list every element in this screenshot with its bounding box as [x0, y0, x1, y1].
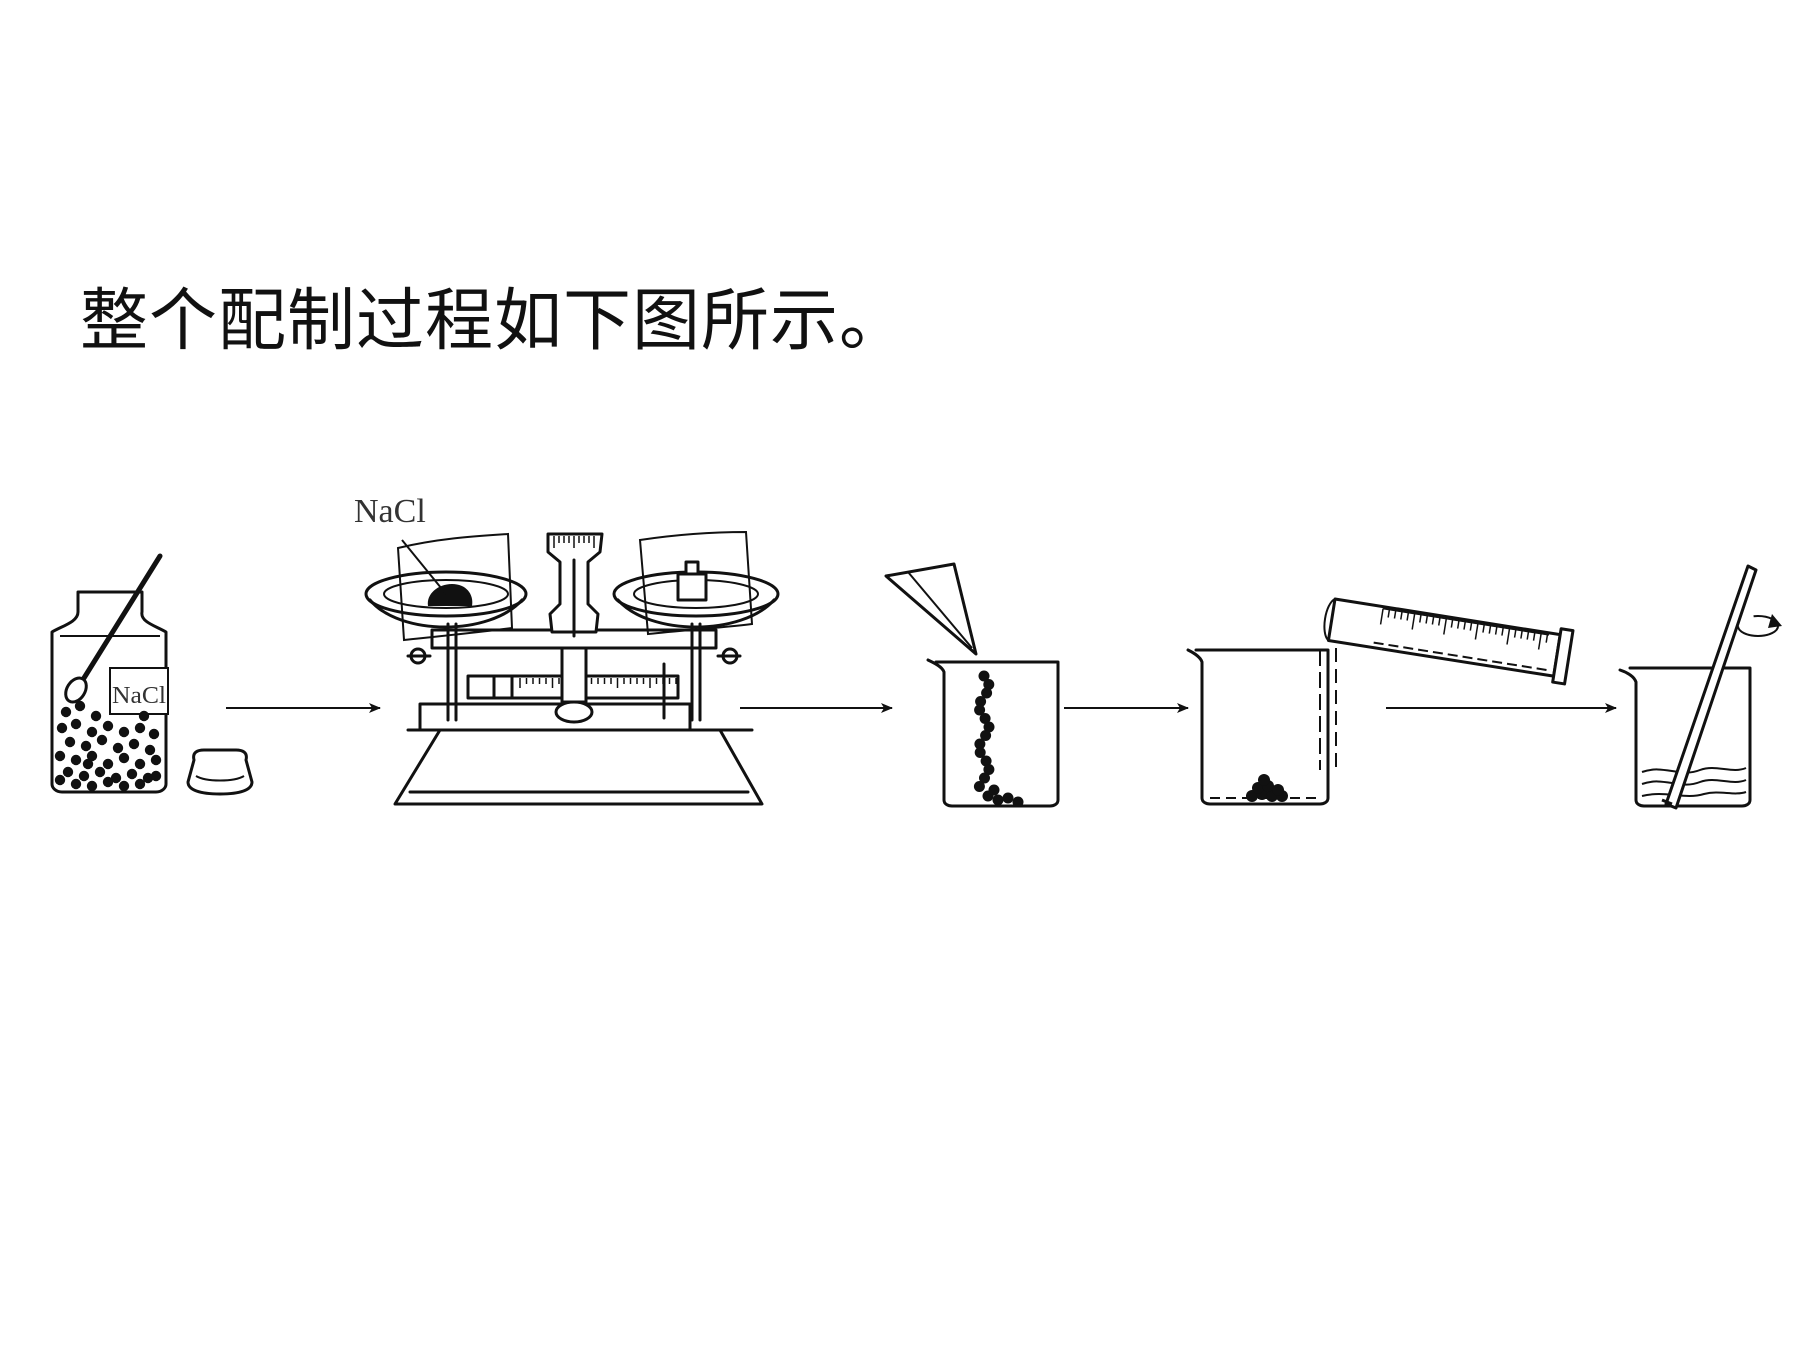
salt-granule	[62, 766, 74, 778]
salt-granule	[78, 770, 90, 782]
salt-granule	[102, 720, 114, 732]
salt-granule	[56, 722, 68, 734]
salt-granule	[126, 768, 138, 780]
salt-granule	[144, 744, 156, 756]
salt-granule	[118, 752, 130, 764]
paper-funnel	[884, 562, 978, 656]
salt-granule	[142, 772, 154, 784]
salt-granule	[980, 755, 992, 767]
salt-granule	[973, 781, 985, 792]
salt-granule	[978, 670, 990, 682]
bottle-label-text: NaCl	[112, 683, 166, 709]
salt-granule	[102, 758, 114, 770]
salt-granules	[54, 700, 162, 792]
salt-granule	[70, 718, 82, 730]
salt-granule	[134, 722, 146, 734]
salt-granule	[86, 750, 98, 762]
salt-granule	[150, 754, 162, 766]
salt-granule	[118, 780, 130, 792]
reagent-bottle: NaCl	[50, 590, 169, 794]
salt-granule	[64, 736, 76, 748]
beaker-with-solution	[1618, 666, 1752, 808]
salt-granule	[94, 766, 106, 778]
salt-granule	[150, 770, 162, 782]
spoon	[64, 553, 163, 704]
salt-granule	[102, 776, 114, 788]
glass-rod	[1661, 564, 1758, 810]
salt-granule	[974, 747, 986, 758]
balance-nacl-label: NaCl	[354, 493, 426, 530]
stir-rotation-arrow-icon	[1737, 614, 1782, 637]
salt-granule	[134, 778, 146, 790]
salt-granule	[148, 728, 160, 740]
salt-granule	[975, 696, 987, 707]
salt-granule	[82, 758, 94, 770]
salt-granule	[90, 710, 102, 722]
salt-granule	[983, 764, 995, 775]
salt-granule	[134, 758, 146, 770]
balance: NaCl	[354, 493, 780, 806]
salt-granule	[80, 740, 92, 752]
salt-granule	[138, 710, 150, 722]
bottle-label-box	[109, 667, 169, 715]
weight	[676, 560, 708, 602]
salt-granule	[979, 772, 990, 784]
salt-granule	[60, 706, 72, 718]
salt-granule	[86, 726, 98, 738]
salt-granule	[54, 750, 66, 762]
caption-text: 整个配制过程如下图所示。	[80, 282, 909, 361]
salt-granule	[974, 704, 986, 716]
water-stream	[1319, 648, 1337, 770]
salt-granule	[86, 780, 98, 792]
salt-granule	[981, 687, 993, 699]
salt-granule	[96, 734, 108, 746]
salt-granule	[1002, 792, 1014, 804]
salt-granule	[1258, 774, 1270, 786]
salt-granule	[128, 738, 140, 750]
beaker-with-salt-at-bottom	[1186, 648, 1337, 806]
salt-granule	[983, 721, 995, 733]
salt-granule	[110, 772, 122, 784]
salt-pile	[1246, 774, 1288, 802]
salt-granule	[979, 713, 991, 724]
salt-granule	[988, 784, 1000, 796]
pointer-scale	[553, 536, 595, 548]
beaker-with-salt	[926, 658, 1060, 808]
salt-granule	[70, 778, 82, 790]
salt-granule	[112, 742, 124, 754]
falling-salt	[973, 670, 1024, 808]
salt-granule	[1012, 796, 1024, 808]
salt-granule	[118, 726, 130, 738]
salt-granule	[974, 738, 986, 750]
bottle-stopper	[186, 748, 254, 796]
graduated-cylinder	[1323, 597, 1575, 686]
salt-granule	[54, 774, 66, 786]
salt-granule	[980, 730, 992, 741]
salt-granule	[70, 754, 82, 766]
salt-granule	[74, 700, 86, 712]
nacl-pile	[427, 584, 473, 606]
cylinder-scale	[1379, 607, 1550, 650]
salt-granule	[992, 794, 1004, 806]
salt-granule	[1272, 784, 1284, 796]
salt-granule	[983, 679, 995, 690]
